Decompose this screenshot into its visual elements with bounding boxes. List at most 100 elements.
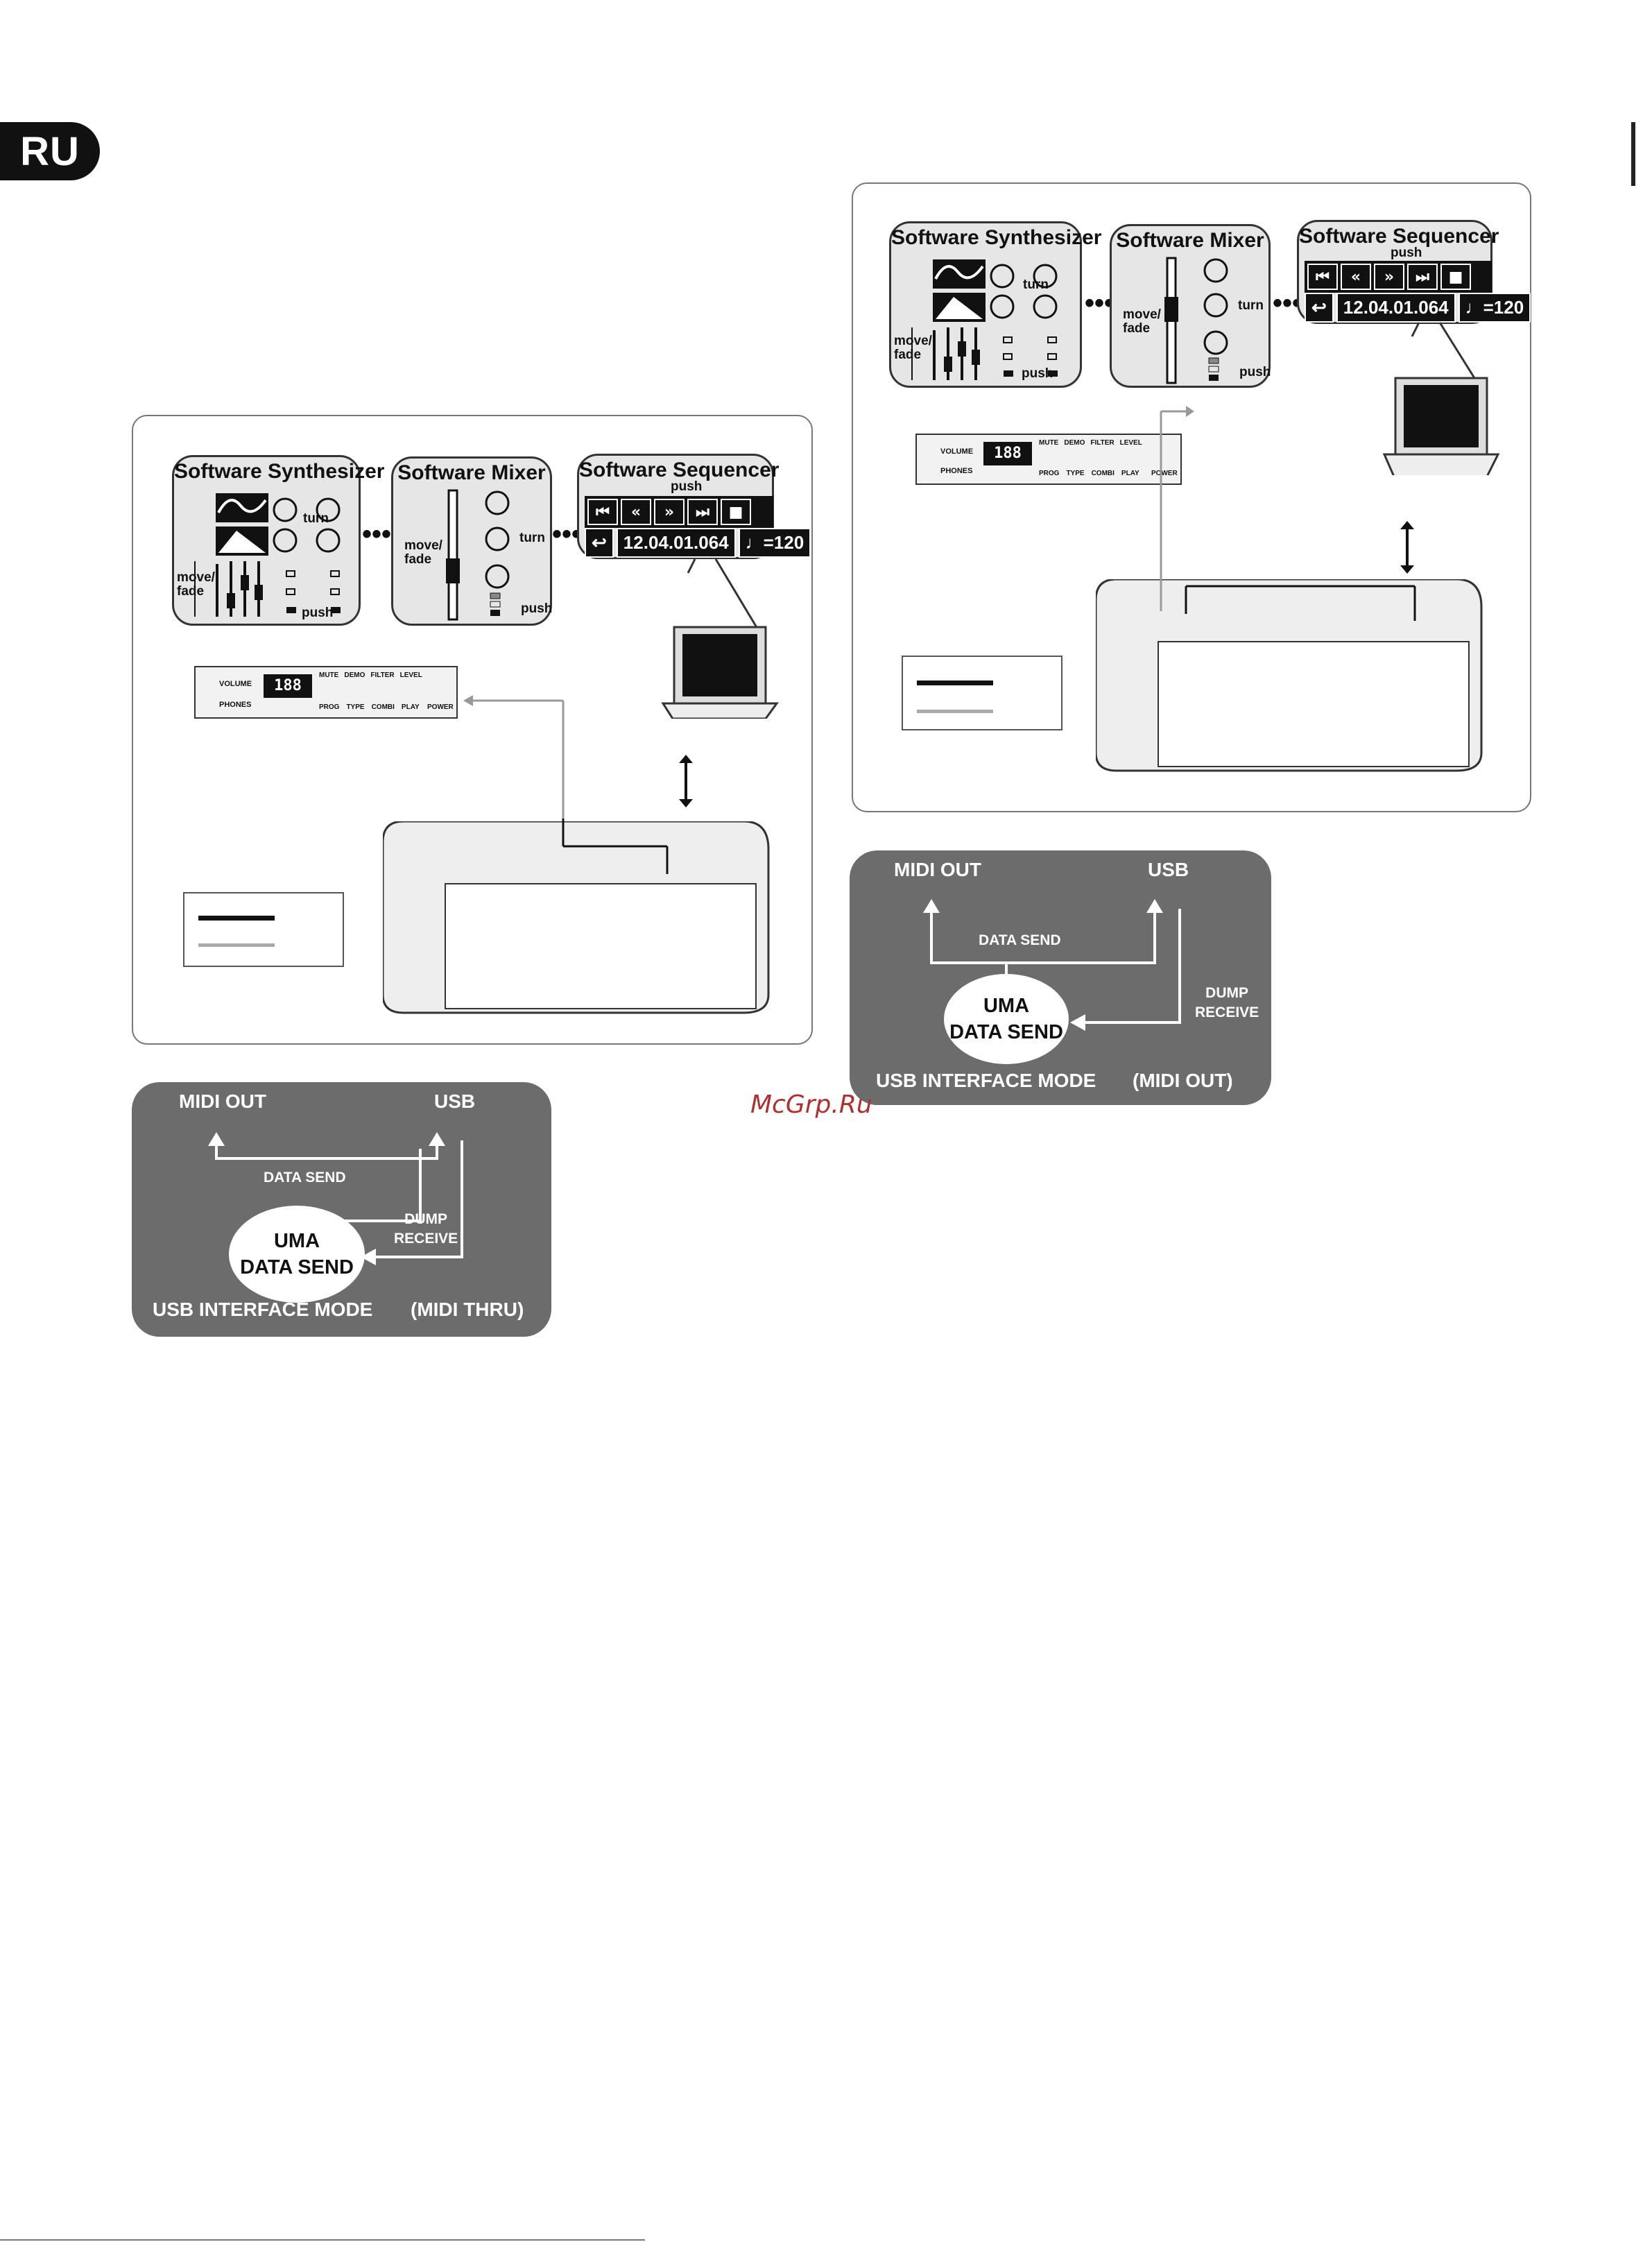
sequencer-position: 12.04.01.064 <box>616 528 736 558</box>
software-mixer-panel: Software Mixer turn move/ fade push <box>391 456 552 626</box>
line-legend <box>902 656 1062 730</box>
laptop-icon <box>1382 322 1500 475</box>
software-mixer-title: Software Mixer <box>1116 229 1264 252</box>
software-sequencer-panel: Software Sequencer push ⏮ « » ⏭ ■ ↩ 12.0… <box>577 454 811 559</box>
synth-turn-label: turn <box>1023 277 1049 292</box>
go-to-start-icon: ⏮ <box>1307 264 1338 290</box>
module-phones-label: PHONES <box>940 467 973 475</box>
legend-black-line <box>198 916 275 921</box>
module-mute-label: MUTE <box>1039 439 1059 447</box>
diagram-midi-thru-mode: Software Synthesizer turn mo <box>132 415 813 1045</box>
uma-data-send-ellipse: UMA DATA SEND <box>944 974 1069 1064</box>
mixer-controls-graphic <box>1164 257 1228 384</box>
synth-controls-graphic <box>194 493 341 617</box>
ellipsis-dots: ••• <box>552 519 582 549</box>
module-play-label: PLAY <box>1121 470 1139 477</box>
flow-dump-label: DUMP <box>1205 985 1249 1001</box>
module-play-label: PLAY <box>401 703 420 711</box>
flow-dump-receive-label: DUMP RECEIVE <box>1195 984 1259 1022</box>
module-type-label: TYPE <box>346 703 365 711</box>
ellipsis-dots: ••• <box>362 519 392 549</box>
fast-forward-icon: » <box>654 499 685 525</box>
module-power-label: POWER <box>1151 470 1178 477</box>
module-display: 188 <box>264 674 312 698</box>
sound-module: VOLUME PHONES 188 MUTE DEMO FILTER LEVEL… <box>194 666 458 719</box>
module-prog-label: PROG <box>319 703 340 711</box>
module-filter-label: FILTER <box>1090 439 1115 447</box>
module-combi-label: COMBI <box>1091 470 1115 477</box>
flow-dump-receive-label: DUMP RECEIVE <box>394 1210 458 1249</box>
diagram-midi-out-mode: Software Synthesizer turn mo <box>852 182 1531 812</box>
mixer-turn-label: turn <box>1238 298 1264 313</box>
flow-mode-label: USB INTERFACE MODE <box>153 1299 373 1320</box>
sequencer-tempo: ♩=120 <box>738 528 811 558</box>
mixer-push-label: push <box>1239 365 1271 379</box>
software-synthesizer-title: Software Synthesizer <box>891 226 1102 249</box>
software-synthesizer-title: Software Synthesizer <box>174 460 385 483</box>
flow-usb-label: USB <box>434 1090 476 1112</box>
synth-move-fade-label: move/ fade <box>894 334 932 362</box>
module-level-label: LEVEL <box>1119 439 1142 447</box>
loop-icon: ↩ <box>585 528 614 558</box>
footer-rule <box>0 2239 645 2241</box>
uma-data-send-ellipse: UMA DATA SEND <box>229 1206 365 1303</box>
module-button-labels-top: MUTE DEMO FILTER LEVEL <box>319 671 422 679</box>
midi-keyboard-controller <box>1096 579 1483 772</box>
module-demo-label: DEMO <box>344 671 365 679</box>
module-demo-label: DEMO <box>1064 439 1085 447</box>
module-combi-label: COMBI <box>371 703 395 711</box>
module-button-labels-top: MUTE DEMO FILTER LEVEL <box>1039 439 1142 447</box>
flow-midi-out-label: MIDI OUT <box>179 1090 266 1112</box>
synth-controls-graphic <box>911 259 1058 380</box>
synth-push-label: push <box>1022 366 1053 381</box>
uma-line1: UMA <box>273 1230 320 1252</box>
flow-data-send-label: DATA SEND <box>979 932 1061 948</box>
connection-lines <box>463 695 669 874</box>
module-type-label: TYPE <box>1066 470 1085 477</box>
module-prog-label: PROG <box>1039 470 1060 477</box>
software-synthesizer-panel: Software Synthesizer turn mo <box>889 221 1102 388</box>
flow-mode-sub-label: (MIDI OUT) <box>1133 1070 1233 1091</box>
software-sequencer-title: Software Sequencer <box>579 459 780 481</box>
synth-turn-label: turn <box>303 511 329 526</box>
watermark: McGrp.Ru <box>750 1090 872 1119</box>
module-filter-label: FILTER <box>370 671 395 679</box>
sequencer-transport: ⏮ « » ⏭ ■ <box>1305 261 1492 293</box>
legend-black-line <box>917 681 993 685</box>
sequencer-transport: ⏮ « » ⏭ ■ <box>585 496 773 528</box>
mixer-push-label: push <box>521 601 553 616</box>
mixer-turn-label: turn <box>519 531 545 545</box>
midi-keyboard-controller <box>383 821 770 1014</box>
uma-line2: DATA SEND <box>949 1021 1063 1043</box>
flow-receive-label: RECEIVE <box>394 1231 458 1247</box>
flow-mode-label: USB INTERFACE MODE <box>876 1070 1096 1091</box>
line-legend <box>183 892 344 967</box>
software-sequencer-panel: Software Sequencer push ⏮ « » ⏭ ■ ↩ 12.0… <box>1297 220 1531 324</box>
mixer-controls-graphic <box>446 489 510 621</box>
flow-receive-label: RECEIVE <box>1195 1004 1259 1020</box>
ellipsis-dots: ••• <box>1085 288 1115 318</box>
sequencer-push-label: push <box>1391 246 1422 260</box>
software-synthesizer-panel: Software Synthesizer turn mo <box>172 455 385 626</box>
flow-diagram-midi-out: MIDI OUT USB DATA SEND UMA DATA SEND DUM… <box>850 850 1271 1105</box>
module-level-label: LEVEL <box>399 671 422 679</box>
laptop-icon <box>661 558 779 719</box>
stop-icon: ■ <box>1440 264 1471 290</box>
module-mute-label: MUTE <box>319 671 339 679</box>
module-phones-label: PHONES <box>219 701 252 709</box>
module-power-label: POWER <box>427 703 454 711</box>
sequencer-display-row: ↩ 12.04.01.064 ♩=120 <box>585 528 811 558</box>
software-mixer-title: Software Mixer <box>397 461 546 484</box>
flow-usb-label: USB <box>1148 859 1189 880</box>
software-sequencer-title: Software Sequencer <box>1299 225 1499 248</box>
sequencer-display-row: ↩ 12.04.01.064 ♩=120 <box>1305 293 1531 323</box>
module-button-labels-bottom: PROG TYPE COMBI PLAY <box>319 703 420 711</box>
mixer-move-fade-label: move/ fade <box>1123 307 1161 336</box>
rewind-icon: « <box>621 499 651 525</box>
usb-link-arrow <box>679 755 693 807</box>
legend-gray-line <box>198 943 275 947</box>
language-badge: RU <box>0 122 100 180</box>
flow-midi-out-label: MIDI OUT <box>894 859 981 880</box>
sequencer-tempo: ♩=120 <box>1458 293 1531 323</box>
legend-gray-line <box>917 710 993 713</box>
